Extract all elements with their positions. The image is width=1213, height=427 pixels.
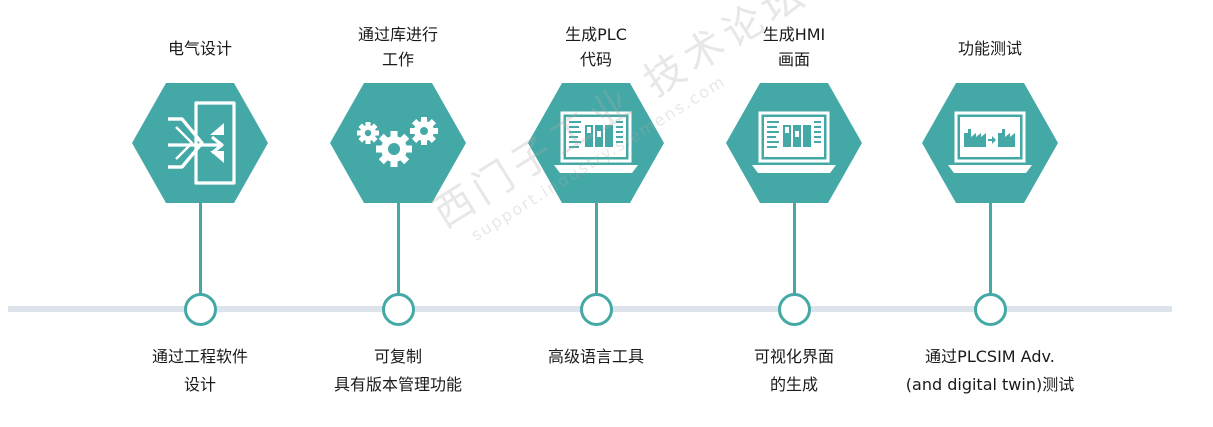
step-title: 功能测试 (957, 39, 1022, 58)
exchange-door-icon (168, 101, 236, 185)
timeline-node (974, 293, 1007, 326)
timeline-node (580, 293, 613, 326)
connector-stem (989, 203, 992, 295)
step-description: 可复制 具有版本管理功能 (333, 347, 462, 394)
step-library-work: 通过库进行 工作 (298, 0, 498, 427)
step-description: 通过工程软件 设计 (151, 347, 248, 394)
step-description: 高级语言工具 (547, 347, 644, 366)
step-description: 可视化界面 的生成 (753, 347, 834, 394)
connector-stem (397, 203, 400, 295)
step-title: 生成PLC 代码 (565, 25, 627, 69)
connector-stem (595, 203, 598, 295)
step-description: 通过PLCSIM Adv. (and digital twin)测试 (905, 347, 1075, 394)
hexagon-badge (922, 83, 1058, 203)
step-function-test: 功能测试 通过PLCSIM Adv. (and digital twin)测试 (890, 0, 1090, 427)
step-hmi-screens: 生成HMI 画面 (694, 0, 894, 427)
gears-icon (357, 117, 438, 167)
hexagon-badge (330, 83, 466, 203)
laptop-hmi-icon (752, 111, 836, 173)
hexagon-badge (726, 83, 862, 203)
laptop-factory-icon (948, 111, 1032, 173)
hexagon-badge (528, 83, 664, 203)
step-electrical-design: 电气设计 通过工程软件 设计 (100, 0, 300, 427)
timeline-node (382, 293, 415, 326)
step-plc-code: 生成PLC 代码 (496, 0, 696, 427)
timeline-node (778, 293, 811, 326)
step-title: 电气设计 (167, 39, 232, 58)
step-title: 通过库进行 工作 (357, 25, 438, 69)
laptop-code-icon (554, 111, 638, 173)
connector-stem (199, 203, 202, 295)
step-title: 生成HMI 画面 (762, 25, 826, 69)
timeline-node (184, 293, 217, 326)
hexagon-badge (132, 83, 268, 203)
connector-stem (793, 203, 796, 295)
